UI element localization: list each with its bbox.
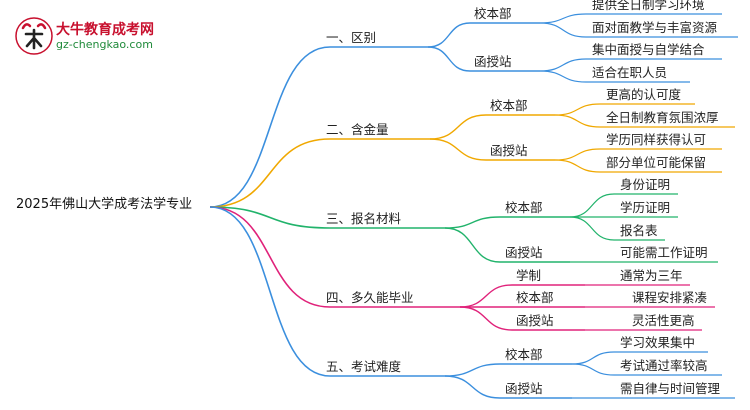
branch-1-sub-2-leaf-2-connector (539, 70, 587, 83)
branch-5-label[interactable]: 五、考试难度 (326, 359, 402, 374)
branch-5-sub-1-connector (444, 363, 501, 377)
branch-3-sub-1-leaf-3-label[interactable]: 报名表 (620, 223, 658, 238)
branch-5-sub-1-leaf-1-label[interactable]: 学习效果集中 (620, 335, 696, 350)
branch-2-connector (209, 138, 331, 208)
branch-1-connector (209, 46, 331, 208)
branch-1-sub-1-leaf-1-label[interactable]: 提供全日制学习环境 (592, 0, 705, 12)
branch-5-sub-2-label[interactable]: 函授站 (505, 381, 543, 396)
branch-1-sub-1-leaf-2-connector (539, 22, 587, 38)
branch-1-sub-2-label[interactable]: 函授站 (474, 54, 512, 69)
branch-3-sub-1-connector (444, 216, 501, 229)
branch-3-sub-1-leaf-1-connector (569, 193, 615, 218)
branch-3-sub-2-connector (444, 227, 501, 263)
branch-1-sub-2-connector (427, 46, 471, 72)
branch-4-sub-2-label[interactable]: 校本部 (516, 290, 554, 305)
branch-4-sub-1-connector (459, 284, 513, 308)
branch-3-sub-1-leaf-1-label[interactable]: 身份证明 (620, 177, 671, 192)
branch-5-sub-2-connector (444, 375, 501, 399)
branch-5-sub-1-leaf-2-label[interactable]: 考试通过率较高 (620, 358, 708, 373)
branch-1-sub-1-leaf-2-label[interactable]: 面对面教学与丰富资源 (592, 20, 718, 35)
bull-logo-icon (15, 17, 53, 55)
branch-4-sub-2-leaf-1-label[interactable]: 课程安排紧凑 (632, 290, 708, 305)
branch-3-sub-1-leaf-3-connector (569, 216, 615, 241)
branch-3-label[interactable]: 三、报名材料 (326, 211, 402, 226)
branch-5-sub-2-leaf-1-label[interactable]: 需自律与时间管理 (620, 381, 721, 396)
branch-3-sub-1-label[interactable]: 校本部 (505, 200, 543, 215)
branch-3-sub-2-label[interactable]: 函授站 (505, 245, 543, 260)
branch-4-sub-3-leaf-1-label[interactable]: 灵活性更高 (632, 313, 695, 328)
branch-4-sub-3-connector (459, 306, 513, 331)
branch-2-sub-1-leaf-1-connector (554, 103, 601, 116)
branch-2-sub-2-leaf-1-connector (554, 148, 601, 161)
branch-1-sub-1-label[interactable]: 校本部 (474, 6, 512, 21)
branch-5-sub-1-leaf-2-connector (571, 363, 615, 376)
branch-2-label[interactable]: 二、含金量 (326, 122, 389, 137)
branch-1-sub-2-leaf-1-label[interactable]: 集中面授与自学结合 (592, 42, 705, 57)
branch-4-sub-1-label[interactable]: 学制 (516, 268, 542, 283)
branch-5-sub-1-leaf-1-connector (571, 351, 615, 365)
branch-4-sub-1-leaf-1-label[interactable]: 通常为三年 (620, 268, 683, 283)
branch-2-sub-1-leaf-1-label[interactable]: 更高的认可度 (606, 87, 682, 102)
branch-2-sub-2-leaf-1-label[interactable]: 学历同样获得认可 (606, 132, 707, 147)
logo-site-name: 大牛教育成考网 (56, 22, 154, 38)
branch-1-label[interactable]: 一、区别 (326, 30, 377, 45)
site-logo[interactable]: 大牛教育成考网 gz-chengkao.com (14, 16, 164, 56)
branch-1-sub-2-leaf-1-connector (539, 58, 587, 72)
branch-4-connector (209, 206, 331, 308)
branch-2-sub-1-leaf-2-label[interactable]: 全日制教育氛围浓厚 (606, 110, 719, 125)
branch-3-sub-2-leaf-1-label[interactable]: 可能需工作证明 (620, 245, 708, 260)
branch-1-sub-1-leaf-1-connector (539, 13, 587, 24)
branch-4-label[interactable]: 四、多久能毕业 (326, 290, 414, 305)
branch-5-connector (209, 206, 331, 377)
branch-2-sub-2-leaf-2-label[interactable]: 部分单位可能保留 (606, 155, 707, 170)
branch-4-sub-3-label[interactable]: 函授站 (516, 313, 554, 328)
branch-2-sub-2-label[interactable]: 函授站 (490, 143, 528, 158)
branch-3-connector (209, 206, 331, 229)
branch-2-sub-1-label[interactable]: 校本部 (490, 98, 528, 113)
branch-1-sub-2-leaf-2-label[interactable]: 适合在职人员 (592, 65, 668, 80)
root-node-label[interactable]: 2025年佛山大学成考法学专业 (16, 197, 193, 212)
branch-1-sub-1-connector (427, 22, 471, 48)
branch-2-sub-2-connector (429, 138, 487, 161)
branch-2-sub-1-leaf-2-connector (554, 114, 601, 128)
branch-2-sub-2-leaf-2-connector (554, 159, 601, 173)
branch-2-sub-1-connector (429, 114, 487, 140)
logo-domain: gz-chengkao.com (56, 38, 153, 51)
branch-3-sub-1-leaf-2-label[interactable]: 学历证明 (620, 200, 671, 215)
branch-5-sub-1-label[interactable]: 校本部 (505, 347, 543, 362)
